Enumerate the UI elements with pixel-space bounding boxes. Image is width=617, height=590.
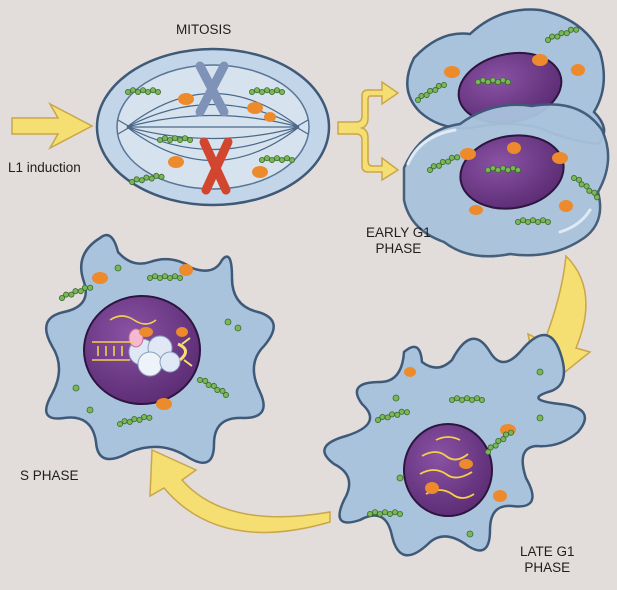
label-early-g1-line1: EARLY G1	[366, 225, 431, 240]
early-g1-cells	[402, 8, 610, 258]
mitosis-cell	[95, 47, 331, 207]
replication-complex	[128, 328, 193, 377]
chromosome-blue	[195, 61, 229, 117]
curved-arrow-to-s-phase	[149, 448, 331, 534]
label-late-g1: LATE G1 PHASE	[520, 544, 575, 576]
induction-arrow	[11, 102, 94, 150]
label-late-g1-line1: LATE G1	[520, 544, 575, 559]
label-early-g1-line2: PHASE	[375, 241, 422, 256]
label-late-g1-line2: PHASE	[524, 560, 571, 575]
label-l1-induction: L1 induction	[8, 160, 81, 175]
chromosome-red	[199, 137, 233, 195]
split-bracket-arrow	[337, 80, 400, 182]
label-mitosis: MITOSIS	[176, 22, 232, 37]
label-early-g1: EARLY G1 PHASE	[366, 225, 431, 257]
label-s-phase: S PHASE	[20, 468, 79, 483]
late-g1-cell	[323, 333, 587, 557]
s-phase-cell	[44, 233, 275, 464]
